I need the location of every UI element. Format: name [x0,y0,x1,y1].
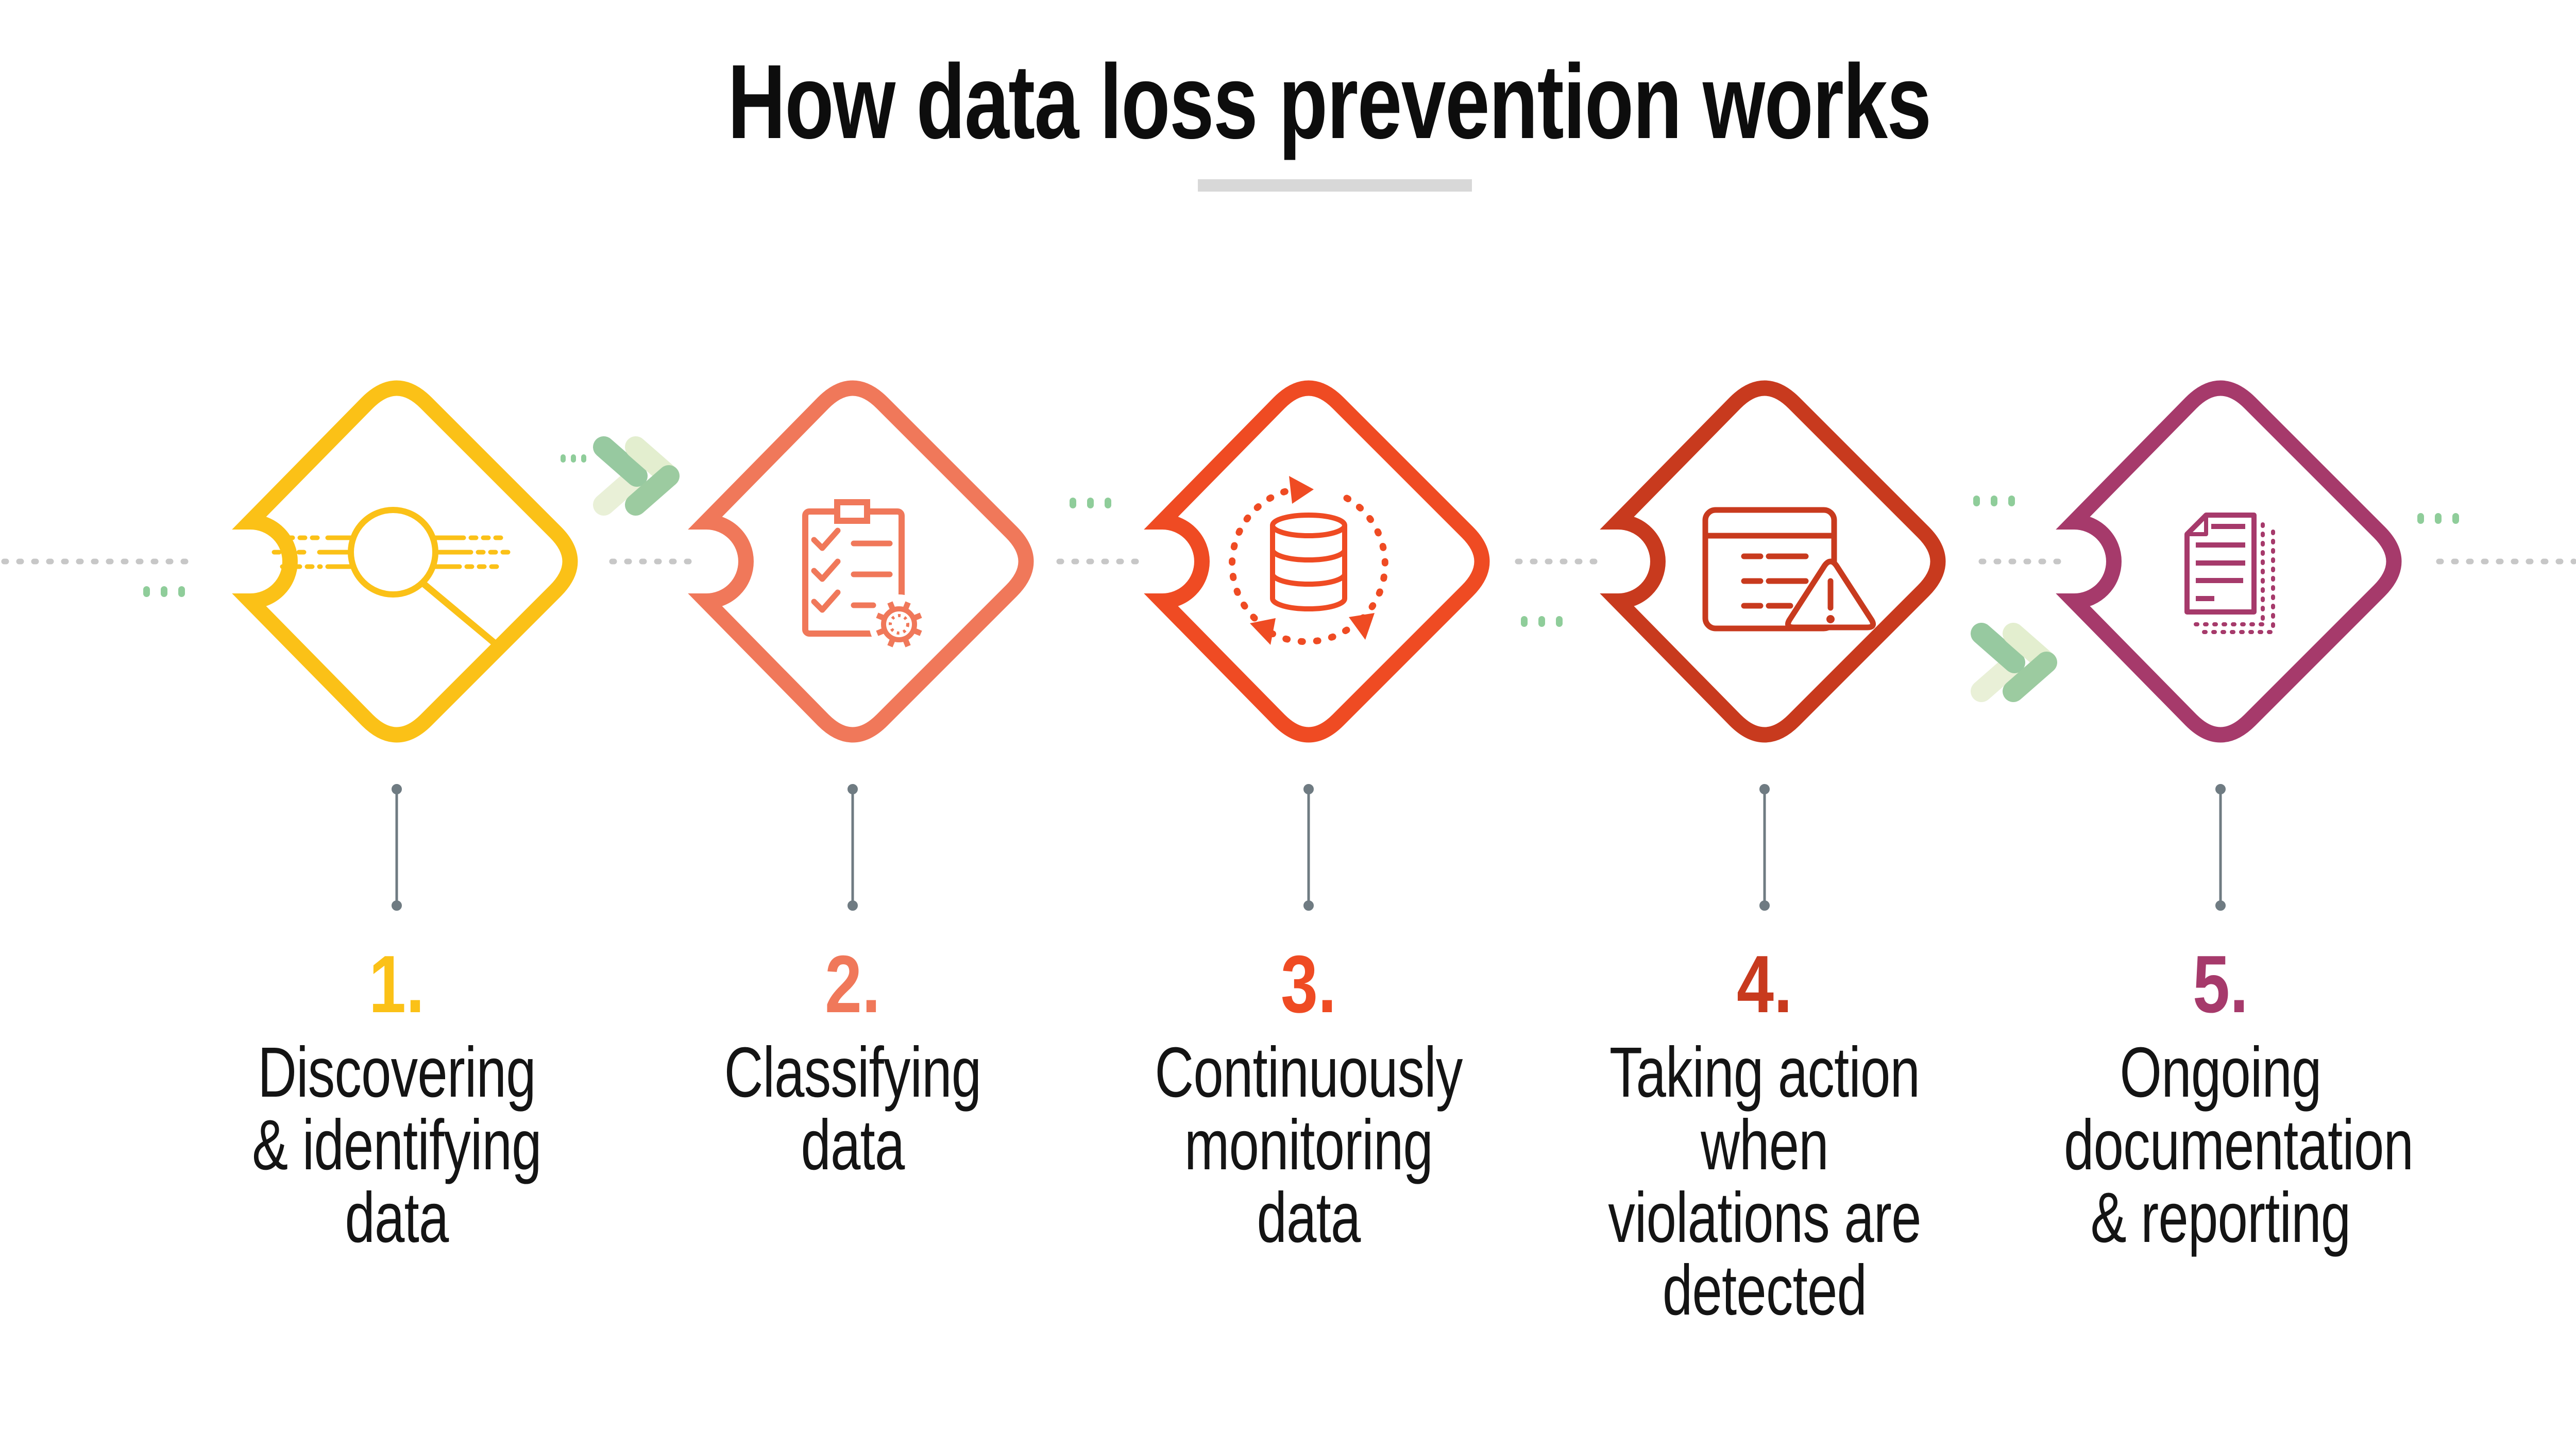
step-label-line: & reporting [2090,1178,2351,1257]
step-label-line: Classifying [724,1033,981,1112]
step-number: 3. [1280,939,1337,1030]
step-number: 1. [368,939,425,1030]
step-label-line: data [345,1178,449,1257]
database-sync-icon [1229,476,1388,645]
alert-window-icon [1702,507,1876,632]
step-connector-pins [392,784,2226,911]
step-label-line: data [1257,1178,1361,1257]
step-label-line: Ongoing [2120,1033,2321,1112]
step-label-line: Continuously [1155,1033,1463,1112]
step-number: 2. [824,939,881,1030]
step-label-line: data [801,1105,905,1185]
step-label: Ongoing documentation & reporting [2064,1033,2414,1257]
step-label-line: detected [1662,1251,1867,1330]
step-5-diamond [2056,380,2402,743]
step-label-line: violations are [1608,1178,1921,1257]
step-label: Classifying data [696,1036,1009,1182]
step-label-line: documentation [2064,1105,2414,1185]
step-label-line: & identifying [252,1105,541,1185]
step-4-diamond [1600,380,1946,743]
double-chevron-arrow-icon [593,436,680,516]
document-report-icon [2184,513,2275,634]
clipboard-checklist-gear-icon [802,499,929,654]
magnifier-search-icon [272,507,517,645]
step-connector-pin [1303,784,1314,911]
step-label-line: Discovering [258,1033,536,1112]
title-underline [1198,179,1472,192]
step-2-diamond [688,380,1034,743]
step-label-line: when [1701,1105,1828,1185]
step-label: Continuously monitoring data [1152,1036,1465,1254]
step-3-diamond [1144,380,1490,743]
step-connector-pin [2215,784,2226,911]
step-number: 5. [2192,939,2249,1030]
step-connector-pin [1759,784,1770,911]
step-label-line: Taking action [1609,1033,1920,1112]
green-ellipsis-dots [143,454,2459,627]
double-chevron-arrow-icon [1971,623,2057,702]
page-title: How data loss prevention works [727,43,1931,161]
step-number: 4. [1736,939,1793,1030]
step-label: Taking action when violations are detect… [1608,1036,1921,1327]
step-label-line: monitoring [1184,1105,1433,1185]
step-connector-pin [392,784,402,911]
step-1-diamond [232,380,578,743]
step-connector-pin [848,784,858,911]
step-label: Discovering & identifying data [240,1036,553,1254]
